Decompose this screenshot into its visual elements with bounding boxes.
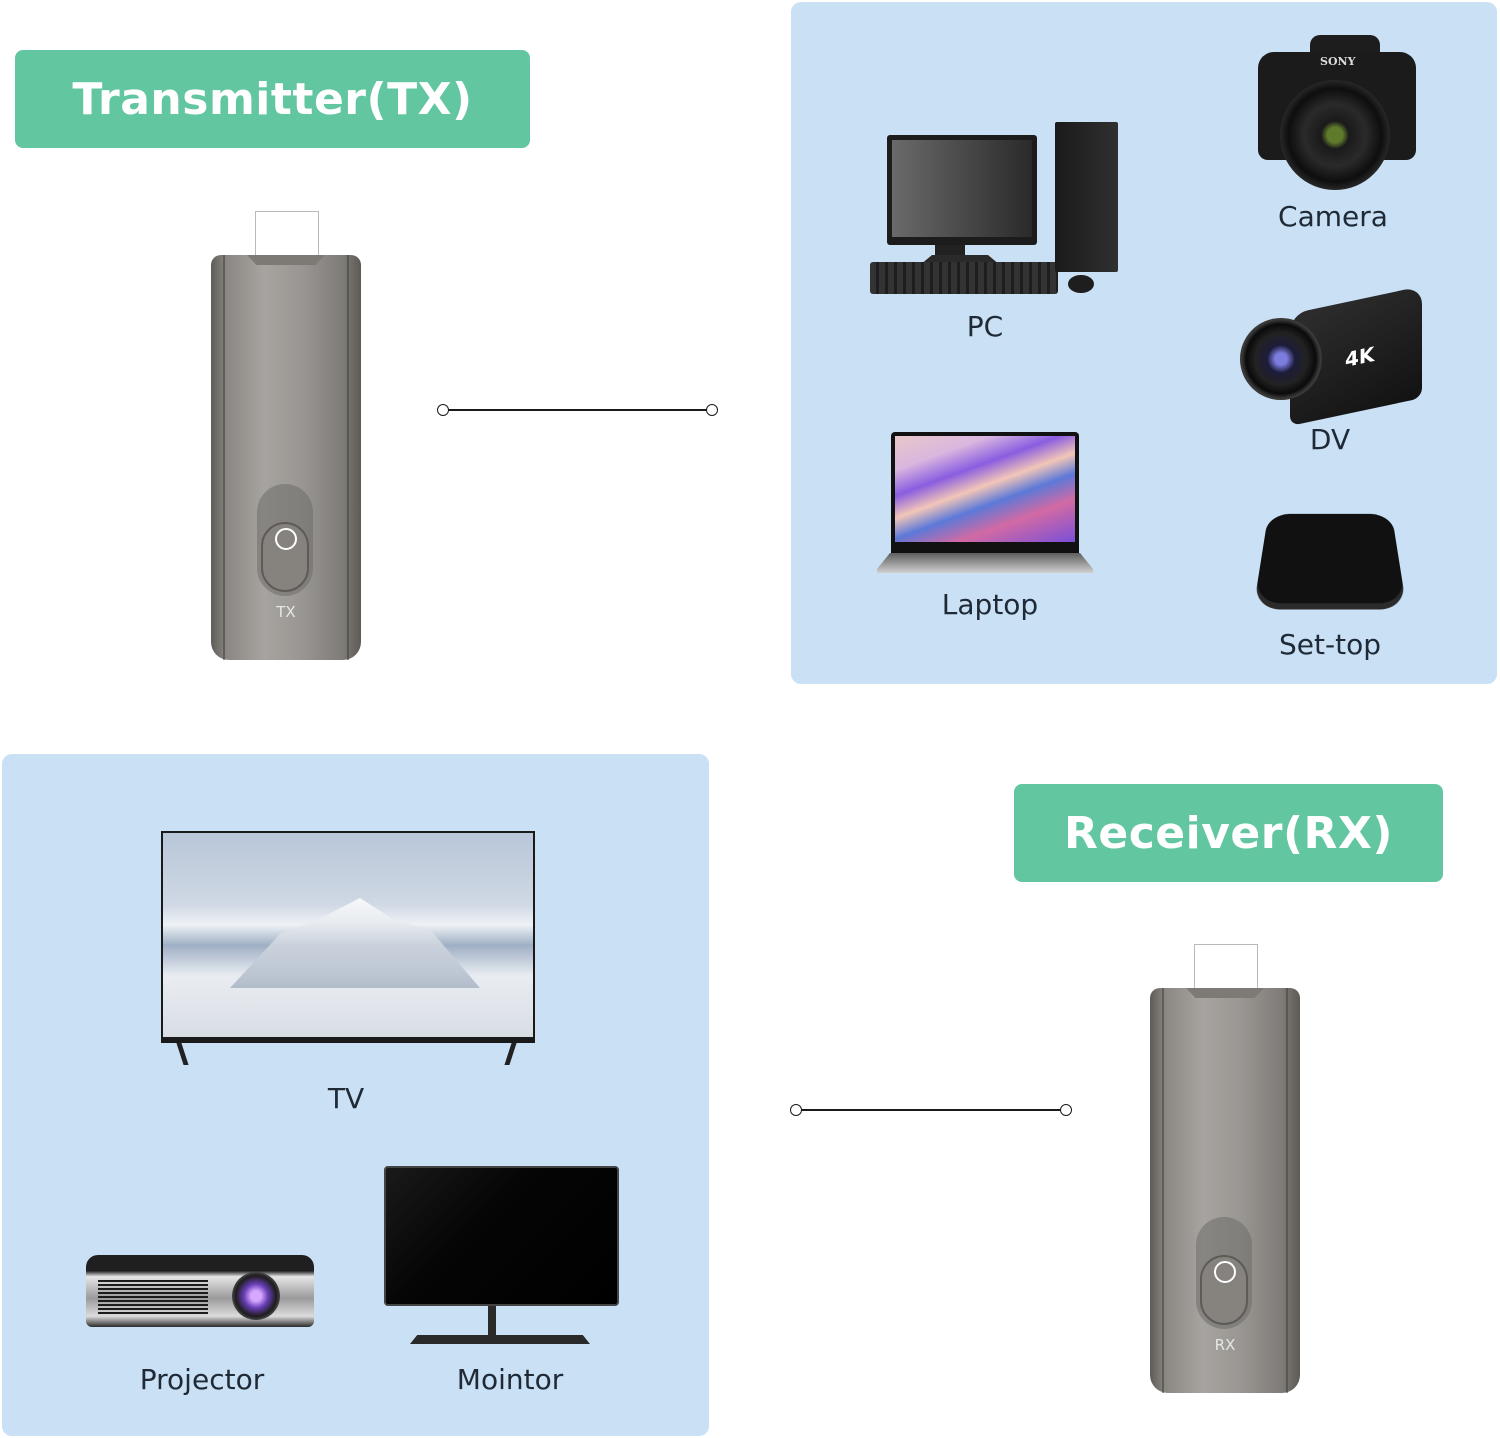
transmitter-connector-line [437, 403, 718, 417]
receiver-connector-line [790, 1103, 1072, 1117]
connector-end-dot [1060, 1104, 1072, 1116]
keyboard-image [870, 262, 1058, 294]
dongle-mark: RX [1214, 1336, 1236, 1354]
source-label-pc: PC [966, 310, 1004, 343]
source-label-dv: DV [1309, 423, 1351, 456]
connector-end-dot [437, 404, 449, 416]
dongle-mark: TX [276, 603, 296, 621]
mouse-image [1068, 275, 1094, 293]
receiver-dongle: RX [1150, 944, 1300, 1394]
display-label-monitor: Mointor [456, 1363, 564, 1396]
receiver-title: Receiver(RX) [1064, 807, 1393, 859]
connector-end-dot [706, 404, 718, 416]
source-label-settop: Set-top [1279, 628, 1381, 661]
settop-box-image [1254, 513, 1406, 604]
projector-lens [232, 1272, 280, 1320]
transmitter-title: Transmitter(TX) [72, 73, 473, 125]
display-label-projector: Projector [139, 1363, 265, 1396]
monitor-image [384, 1166, 619, 1306]
power-ring-icon [275, 528, 297, 550]
hdmi-plug [255, 211, 319, 260]
dongle-body [1150, 988, 1300, 1393]
dv-lens [1240, 318, 1322, 400]
display-label-tv: TV [327, 1082, 365, 1115]
connector-end-dot [790, 1104, 802, 1116]
dongle-body [211, 255, 361, 660]
receiver-title-badge: Receiver(RX) [1014, 784, 1443, 882]
camera-brand-logo: SONY [1320, 55, 1356, 68]
hdmi-plug [1194, 944, 1258, 993]
camera-lens [1280, 80, 1390, 190]
transmitter-title-badge: Transmitter(TX) [15, 50, 530, 148]
source-label-camera: Camera [1278, 200, 1388, 233]
pc-tower-image [1055, 122, 1118, 272]
transmitter-dongle: TX [211, 211, 361, 661]
power-ring-icon [1214, 1261, 1236, 1283]
laptop-image [891, 432, 1079, 554]
source-label-laptop: Laptop [941, 588, 1039, 621]
pc-monitor-image [887, 135, 1037, 245]
